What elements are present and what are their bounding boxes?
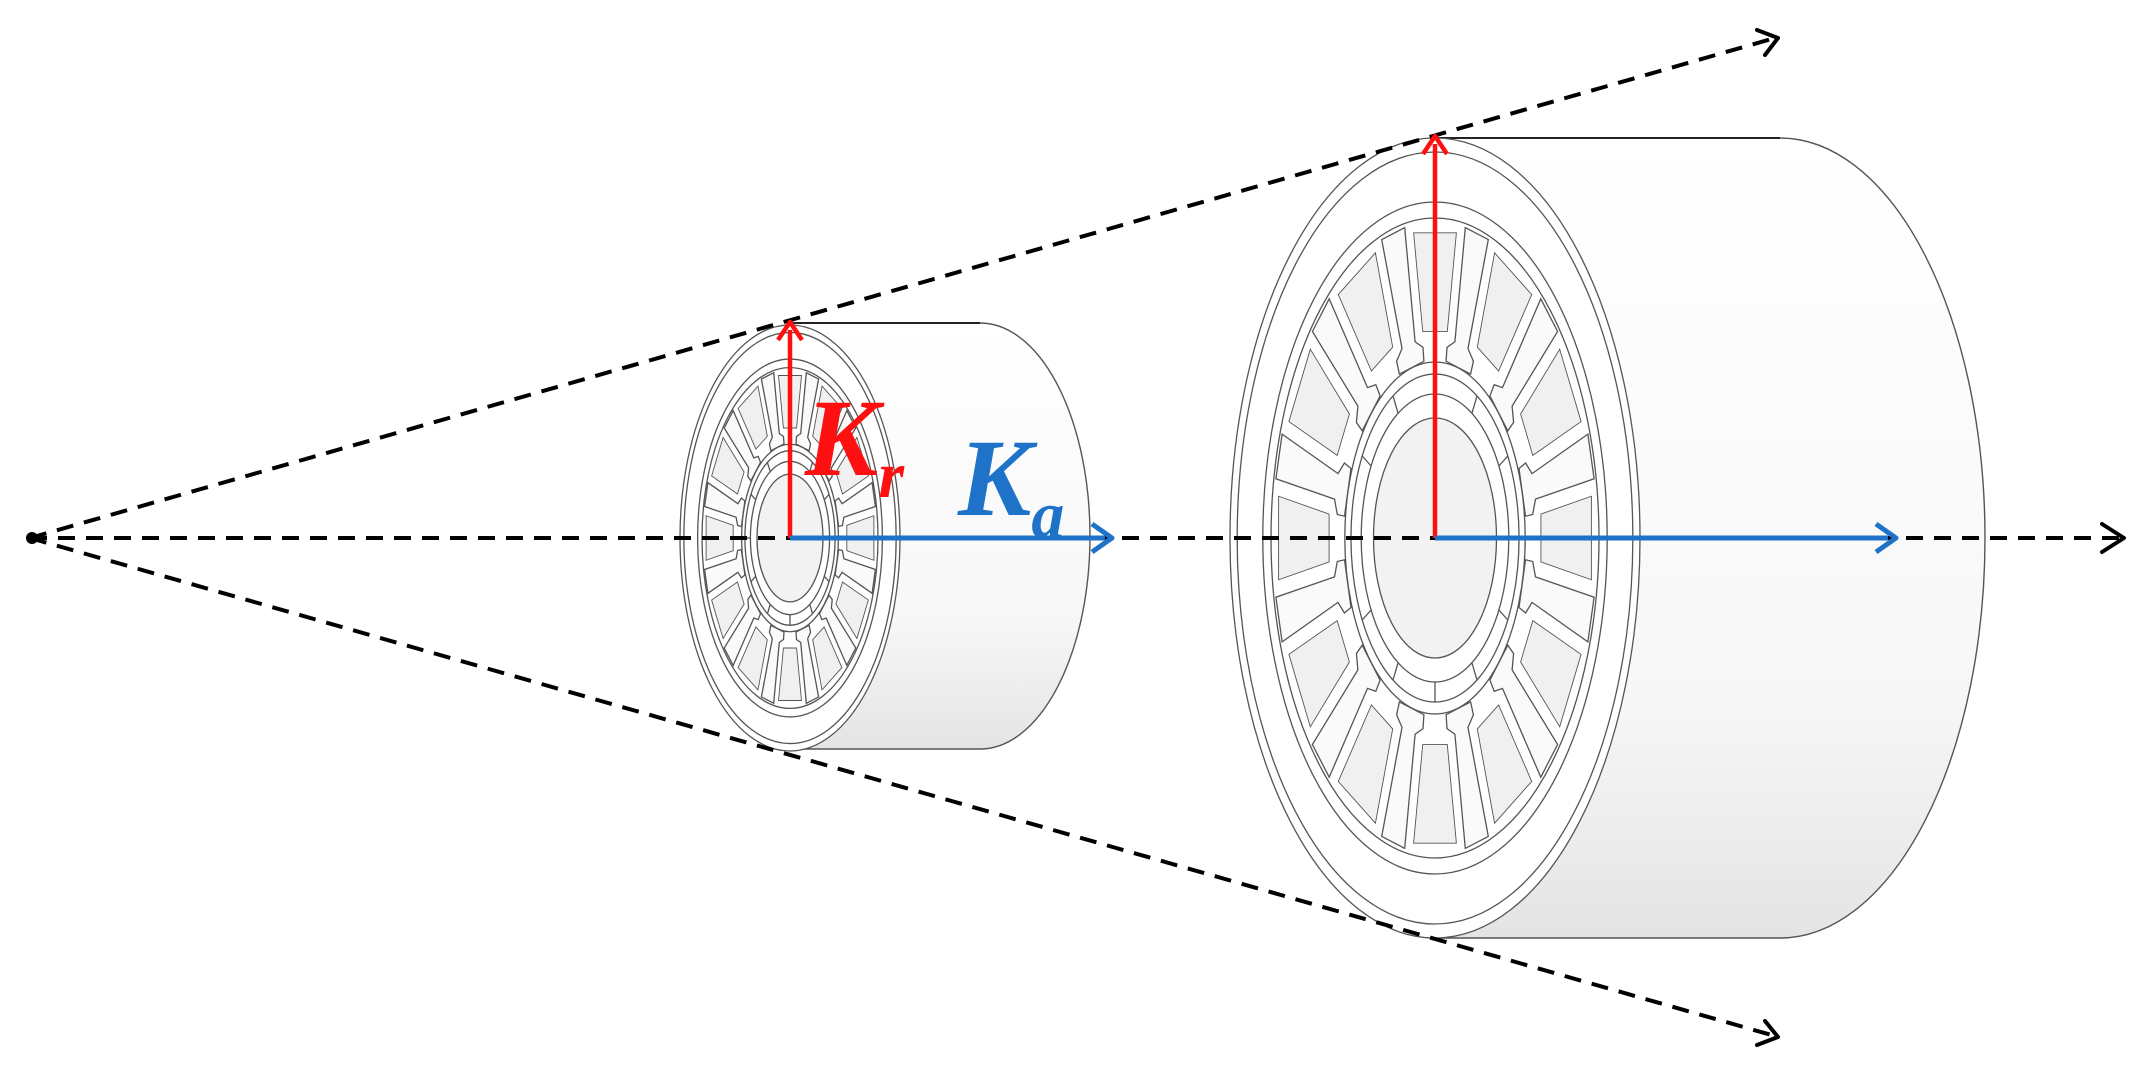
large-stator-tooth [1518, 559, 1595, 644]
large-axial-arrowhead [1874, 521, 1899, 555]
large-motor-face [1229, 137, 1641, 939]
large-winding-slot [1288, 619, 1350, 728]
large-magnet-divider [1361, 609, 1372, 621]
small-winding-slot [812, 385, 843, 450]
small-magnet-divider [766, 462, 771, 472]
large-stator-tooth [1311, 643, 1381, 779]
large-winding-slot [1476, 704, 1533, 825]
small-magnet-divider [750, 493, 757, 501]
small-magnet-divider [809, 462, 814, 472]
radial-coefficient-label: Kr [804, 377, 905, 512]
large-winding-slot [1520, 348, 1582, 457]
small-radial-arrowhead [776, 319, 804, 342]
upper-guide-line [29, 36, 1776, 540]
small-magnet-divider [823, 493, 830, 501]
large-stator-tooth [1380, 700, 1425, 850]
small-magnet-divider [809, 604, 814, 614]
small-winding-slot [711, 581, 745, 640]
axial-coefficient-label: Ka [957, 417, 1064, 552]
small-winding-slot [737, 385, 768, 450]
small-winding-slot [711, 436, 745, 495]
large-radial-arrowhead [1421, 133, 1449, 156]
small-stator-tooth [795, 624, 820, 705]
large-motor-vectors [1421, 133, 1899, 555]
small-stator-tooth [818, 593, 857, 667]
large-winding-slot [1337, 704, 1394, 825]
lower-guide-line [29, 536, 1776, 1038]
large-stator-tooth [1311, 297, 1381, 433]
large-stator-tooth [1380, 226, 1425, 376]
small-magnet-divider [766, 604, 771, 614]
lower-guide-arrowhead [1755, 1019, 1780, 1047]
large-stator-tooth [1445, 226, 1490, 376]
small-winding-slot [705, 515, 734, 561]
large-magnet-divider [1392, 662, 1399, 681]
guide-arrowheads [1755, 28, 2126, 1047]
large-stator-tooth [1489, 643, 1559, 779]
large-winding-slot [1337, 251, 1394, 372]
large-winding-slot [1288, 348, 1350, 457]
small-magnet-divider [823, 575, 830, 583]
large-stator-tooth [1275, 432, 1352, 517]
small-stator-tooth [795, 371, 820, 452]
small-stator-tooth [723, 409, 762, 483]
small-axial-arrowhead [1090, 521, 1115, 555]
small-stator-tooth [760, 624, 785, 705]
small-stator-tooth [760, 371, 785, 452]
large-winding-slot [1520, 619, 1582, 728]
large-magnet-divider [1498, 455, 1509, 467]
large-stator-tooth [1275, 559, 1352, 644]
small-winding-slot [812, 626, 843, 691]
large-winding-slot [1476, 251, 1533, 372]
large-magnet-divider [1361, 455, 1372, 467]
large-magnet-divider [1498, 609, 1509, 621]
large-stator-tooth [1489, 297, 1559, 433]
large-magnet-divider [1471, 662, 1478, 681]
large-magnet-divider [1392, 395, 1399, 414]
large-winding-slot [1413, 744, 1457, 844]
axis-arrowhead [2100, 522, 2126, 554]
small-winding-slot [778, 647, 802, 701]
small-winding-slot [835, 436, 869, 495]
apex-point [26, 532, 38, 544]
small-motor-vectors [776, 319, 1115, 555]
small-winding-slot [835, 581, 869, 640]
small-winding-slot [737, 626, 768, 691]
large-magnet-divider [1471, 395, 1478, 414]
large-stator-tooth [1518, 432, 1595, 517]
large-stator-tooth [1445, 700, 1490, 850]
small-magnet-divider [750, 575, 757, 583]
upper-guide-arrowhead [1755, 28, 1780, 57]
